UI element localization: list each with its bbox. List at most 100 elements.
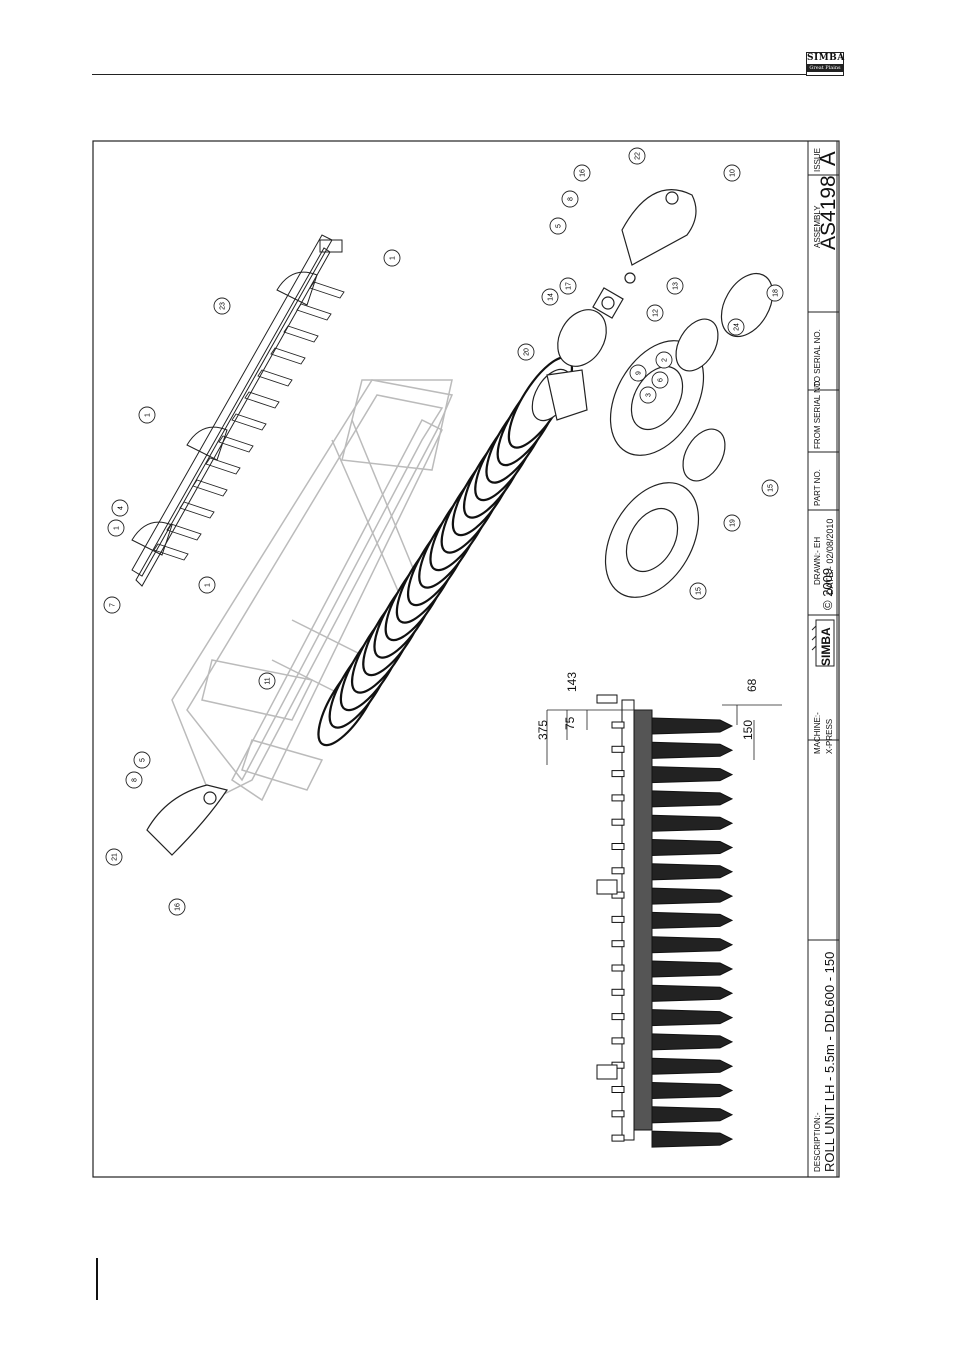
- callout-15: 15: [690, 583, 706, 599]
- side-bolt: [612, 1087, 624, 1093]
- exploded-parts-drawing: ISSUE A ASSEMBLY AS4198 TO SERIAL NO. FR…: [92, 140, 840, 1178]
- part-no-label: PART NO.: [813, 469, 822, 506]
- callout-label: 7: [110, 603, 117, 607]
- callout-10: 10: [724, 165, 740, 181]
- simba-logo: SIMBA Great Plains: [806, 52, 844, 76]
- side-disc: [652, 912, 732, 928]
- callout-label: 1: [205, 583, 212, 587]
- side-bolt: [612, 795, 624, 801]
- side-bolt: [612, 819, 624, 825]
- side-bolt: [612, 916, 624, 922]
- callout-label: 6: [658, 378, 665, 382]
- callout-22: 22: [629, 148, 645, 164]
- callout-label: 18: [773, 289, 780, 297]
- side-bolt: [612, 1038, 624, 1044]
- callout-23: 23: [214, 298, 230, 314]
- callout-16: 16: [169, 899, 185, 915]
- copyright-text: © 2009: [820, 568, 835, 610]
- callout-7: 7: [104, 597, 120, 613]
- description-value: ROLL UNIT LH - 5.5m - DDL600 - 150: [822, 952, 837, 1172]
- callout-label: 1: [114, 526, 121, 530]
- callout-label: 11: [265, 677, 272, 684]
- callout-17: 17: [560, 278, 576, 294]
- dim-150: 150: [741, 720, 755, 740]
- side-disc: [652, 864, 732, 880]
- side-disc: [652, 985, 732, 1001]
- roll-side-view: [597, 695, 732, 1147]
- machine-label: MACHINE:-: [813, 712, 822, 754]
- side-bolt: [612, 868, 624, 874]
- side-disc: [652, 888, 732, 904]
- side-disc: [652, 791, 732, 807]
- side-disc: [652, 1131, 732, 1147]
- callout-24: 24: [728, 319, 744, 335]
- callout-21: 21: [106, 849, 122, 865]
- callout-label: 20: [524, 348, 531, 356]
- callout-6: 6: [652, 372, 668, 388]
- callout-label: 15: [696, 587, 703, 595]
- from-serial-label: FROM SERIAL NO.: [813, 379, 822, 449]
- issue-value: A: [815, 151, 840, 166]
- callout-1: 1: [139, 407, 155, 423]
- callout-label: 17: [566, 282, 573, 290]
- to-serial-label: TO SERIAL NO.: [813, 329, 822, 387]
- callout-1: 1: [384, 250, 400, 266]
- side-bolt: [612, 844, 624, 850]
- callout-12: 12: [647, 305, 663, 321]
- logo-bottom-text: Great Plains: [807, 64, 843, 72]
- side-disc: [652, 1034, 732, 1050]
- brand-text: SIMBA: [819, 627, 833, 666]
- side-bolt: [612, 941, 624, 947]
- callout-label: 9: [636, 371, 643, 375]
- side-disc: [652, 1107, 732, 1123]
- dim-68: 68: [745, 678, 759, 692]
- footer-rule: [96, 1258, 98, 1300]
- side-disc: [652, 937, 732, 953]
- callout-15: 15: [762, 480, 778, 496]
- side-bolt: [612, 1111, 624, 1117]
- assembly-value: AS4198: [817, 175, 840, 250]
- side-bolt: [612, 746, 624, 752]
- callout-3: 3: [640, 387, 656, 403]
- side-disc: [652, 742, 732, 758]
- callout-1: 1: [108, 520, 124, 536]
- callout-label: 5: [556, 224, 563, 228]
- callout-19: 19: [724, 515, 740, 531]
- callout-label: 12: [653, 309, 660, 317]
- callout-20: 20: [518, 344, 534, 360]
- scraper-bar: [132, 235, 344, 586]
- callout-9: 9: [630, 365, 646, 381]
- callout-label: 15: [768, 484, 775, 492]
- callout-8: 8: [562, 191, 578, 207]
- side-disc: [652, 1058, 732, 1074]
- callout-label: 16: [175, 903, 182, 911]
- side-bolt: [612, 1014, 624, 1020]
- callout-14: 14: [542, 289, 558, 305]
- callout-label: 24: [734, 323, 741, 331]
- callout-label: 19: [730, 519, 737, 527]
- callout-5: 5: [550, 218, 566, 234]
- side-disc: [652, 961, 732, 977]
- callout-label: 21: [112, 853, 119, 861]
- callout-label: 3: [646, 393, 653, 397]
- side-disc: [652, 840, 732, 856]
- callout-label: 1: [390, 256, 397, 260]
- callout-label: 2: [662, 358, 669, 362]
- side-disc: [652, 718, 732, 734]
- callout-4: 4: [112, 500, 128, 516]
- logo-top-text: SIMBA: [807, 53, 843, 64]
- callout-label: 1: [145, 413, 152, 417]
- callout-label: 8: [132, 778, 139, 782]
- callout-11: 11: [259, 673, 275, 689]
- description-label: DESCRIPTION:-: [813, 1112, 822, 1172]
- side-disc: [652, 767, 732, 783]
- callout-1: 1: [199, 577, 215, 593]
- side-bolt: [612, 1135, 624, 1141]
- header-rule: [92, 74, 842, 75]
- callout-label: 4: [118, 506, 125, 510]
- dim-143: 143: [565, 672, 579, 692]
- callout-16: 16: [574, 165, 590, 181]
- callout-2: 2: [656, 352, 672, 368]
- side-bolt: [612, 771, 624, 777]
- callout-label: 16: [580, 169, 587, 177]
